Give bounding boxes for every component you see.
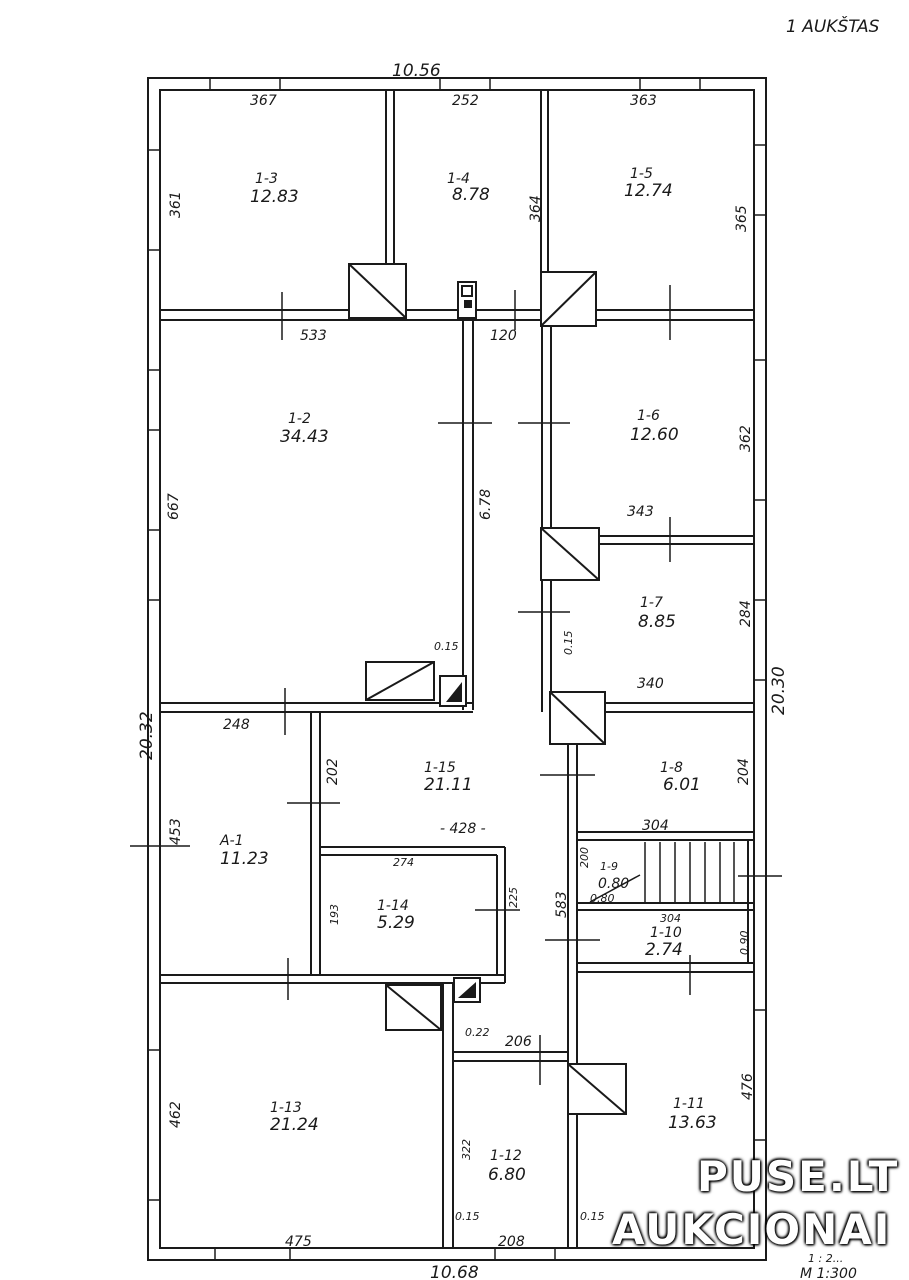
watermark-line2: AUKCIONAI [612,1205,892,1254]
floor-label: 1 AUKŠTAS [786,15,880,37]
dim-022: 0.22 [465,1026,490,1039]
room-id-1-9: 1-9 [600,860,618,873]
dim-678: 6.78 [478,489,494,520]
room-id-1-14: 1-14 [377,898,409,914]
walls [147,77,767,1261]
room-area-1-2: 34.43 [280,427,329,447]
dim-361: 361 [168,191,184,218]
room-area-1-14: 5.29 [377,913,415,933]
dim-274: 274 [393,856,414,869]
room-id-a-1: A-1 [219,833,244,849]
room-id-1-5: 1-5 [630,166,653,182]
dim-363: 363 [630,93,657,109]
dim-225: 225 [507,887,520,908]
dim-overall-right: 20.30 [769,666,789,715]
dim-365: 365 [734,205,750,232]
dim-340: 340 [637,676,664,692]
room-area-1-3: 12.83 [250,187,299,207]
dim-462: 462 [168,1101,184,1128]
room-id-1-15: 1-15 [424,760,456,776]
dim-090: 0.90 [738,931,751,956]
dim-428: - 428 - [440,821,486,837]
dim-206: 206 [505,1034,532,1050]
room-id-1-10: 1-10 [650,925,682,941]
chimney-ducts [348,263,627,1115]
room-area-1-11: 13.63 [668,1113,717,1133]
dim-193: 193 [328,904,341,925]
dim-367: 367 [250,93,277,109]
door-marks [130,285,782,1085]
room-area-1-13: 21.24 [270,1115,319,1135]
dim-476: 476 [740,1073,756,1100]
dim-533: 533 [300,328,327,344]
room-area-1-5: 12.74 [624,181,673,201]
room-area-1-12: 6.80 [488,1165,526,1185]
dim-322: 322 [460,1139,473,1160]
dim-120: 120 [490,328,517,344]
staircase [589,842,735,903]
room-id-1-8: 1-8 [660,760,683,776]
dim-015-b: 0.15 [562,631,575,656]
dim-343: 343 [627,504,654,520]
dim-015-c: 0.15 [455,1210,480,1223]
labels: 1 AUKŠTAS 10.56 10.68 20.32 20.30 1-3 12… [137,15,880,1280]
room-id-1-12: 1-12 [490,1148,522,1164]
room-id-1-6: 1-6 [637,408,660,424]
dim-364: 364 [528,195,544,222]
scale-note-top: 1 : 2... [808,1252,843,1265]
dim-304-a: 304 [642,818,669,834]
room-area-1-15: 21.11 [424,775,473,795]
dim-overall-left: 20.32 [137,711,157,760]
dim-208: 208 [498,1234,525,1250]
dim-204: 204 [736,758,752,785]
room-area-1-7: 8.85 [638,612,676,632]
dim-284: 284 [738,600,754,627]
dim-overall-bottom: 10.68 [430,1263,479,1280]
room-id-1-4: 1-4 [447,171,470,187]
dim-015-d: 0.15 [580,1210,605,1223]
dim-015-a: 0.15 [434,640,459,653]
room-id-1-3: 1-3 [255,171,278,187]
room-area-a-1: 11.23 [220,849,269,869]
room-id-1-11: 1-11 [673,1096,705,1112]
room-area-1-10: 2.74 [645,940,683,960]
room-area-1-4: 8.78 [452,185,490,205]
dim-475: 475 [285,1234,312,1250]
dim-583: 583 [554,891,570,918]
room-area-1-6: 12.60 [630,425,679,445]
duct-fill-marks [446,300,476,998]
dim-overall-top: 10.56 [392,61,441,81]
room-id-1-13: 1-13 [270,1100,302,1116]
room-area-1-8: 6.01 [663,775,701,795]
room-area-1-9: 0.80 [598,876,629,892]
dim-200: 200 [578,847,591,868]
dim-362: 362 [738,425,754,452]
watermark-line1: PUSE.LT [697,1152,900,1201]
windows [148,78,766,1260]
dim-667: 667 [166,493,182,520]
scale-note: M 1:300 [800,1266,857,1280]
dim-080: 0.80 [590,892,615,905]
dim-248: 248 [223,717,250,733]
dim-304-b: 304 [660,912,681,925]
dim-252: 252 [452,93,479,109]
room-id-1-2: 1-2 [288,411,311,427]
room-id-1-7: 1-7 [640,595,663,611]
dim-453: 453 [168,818,184,845]
dim-202: 202 [325,758,341,785]
